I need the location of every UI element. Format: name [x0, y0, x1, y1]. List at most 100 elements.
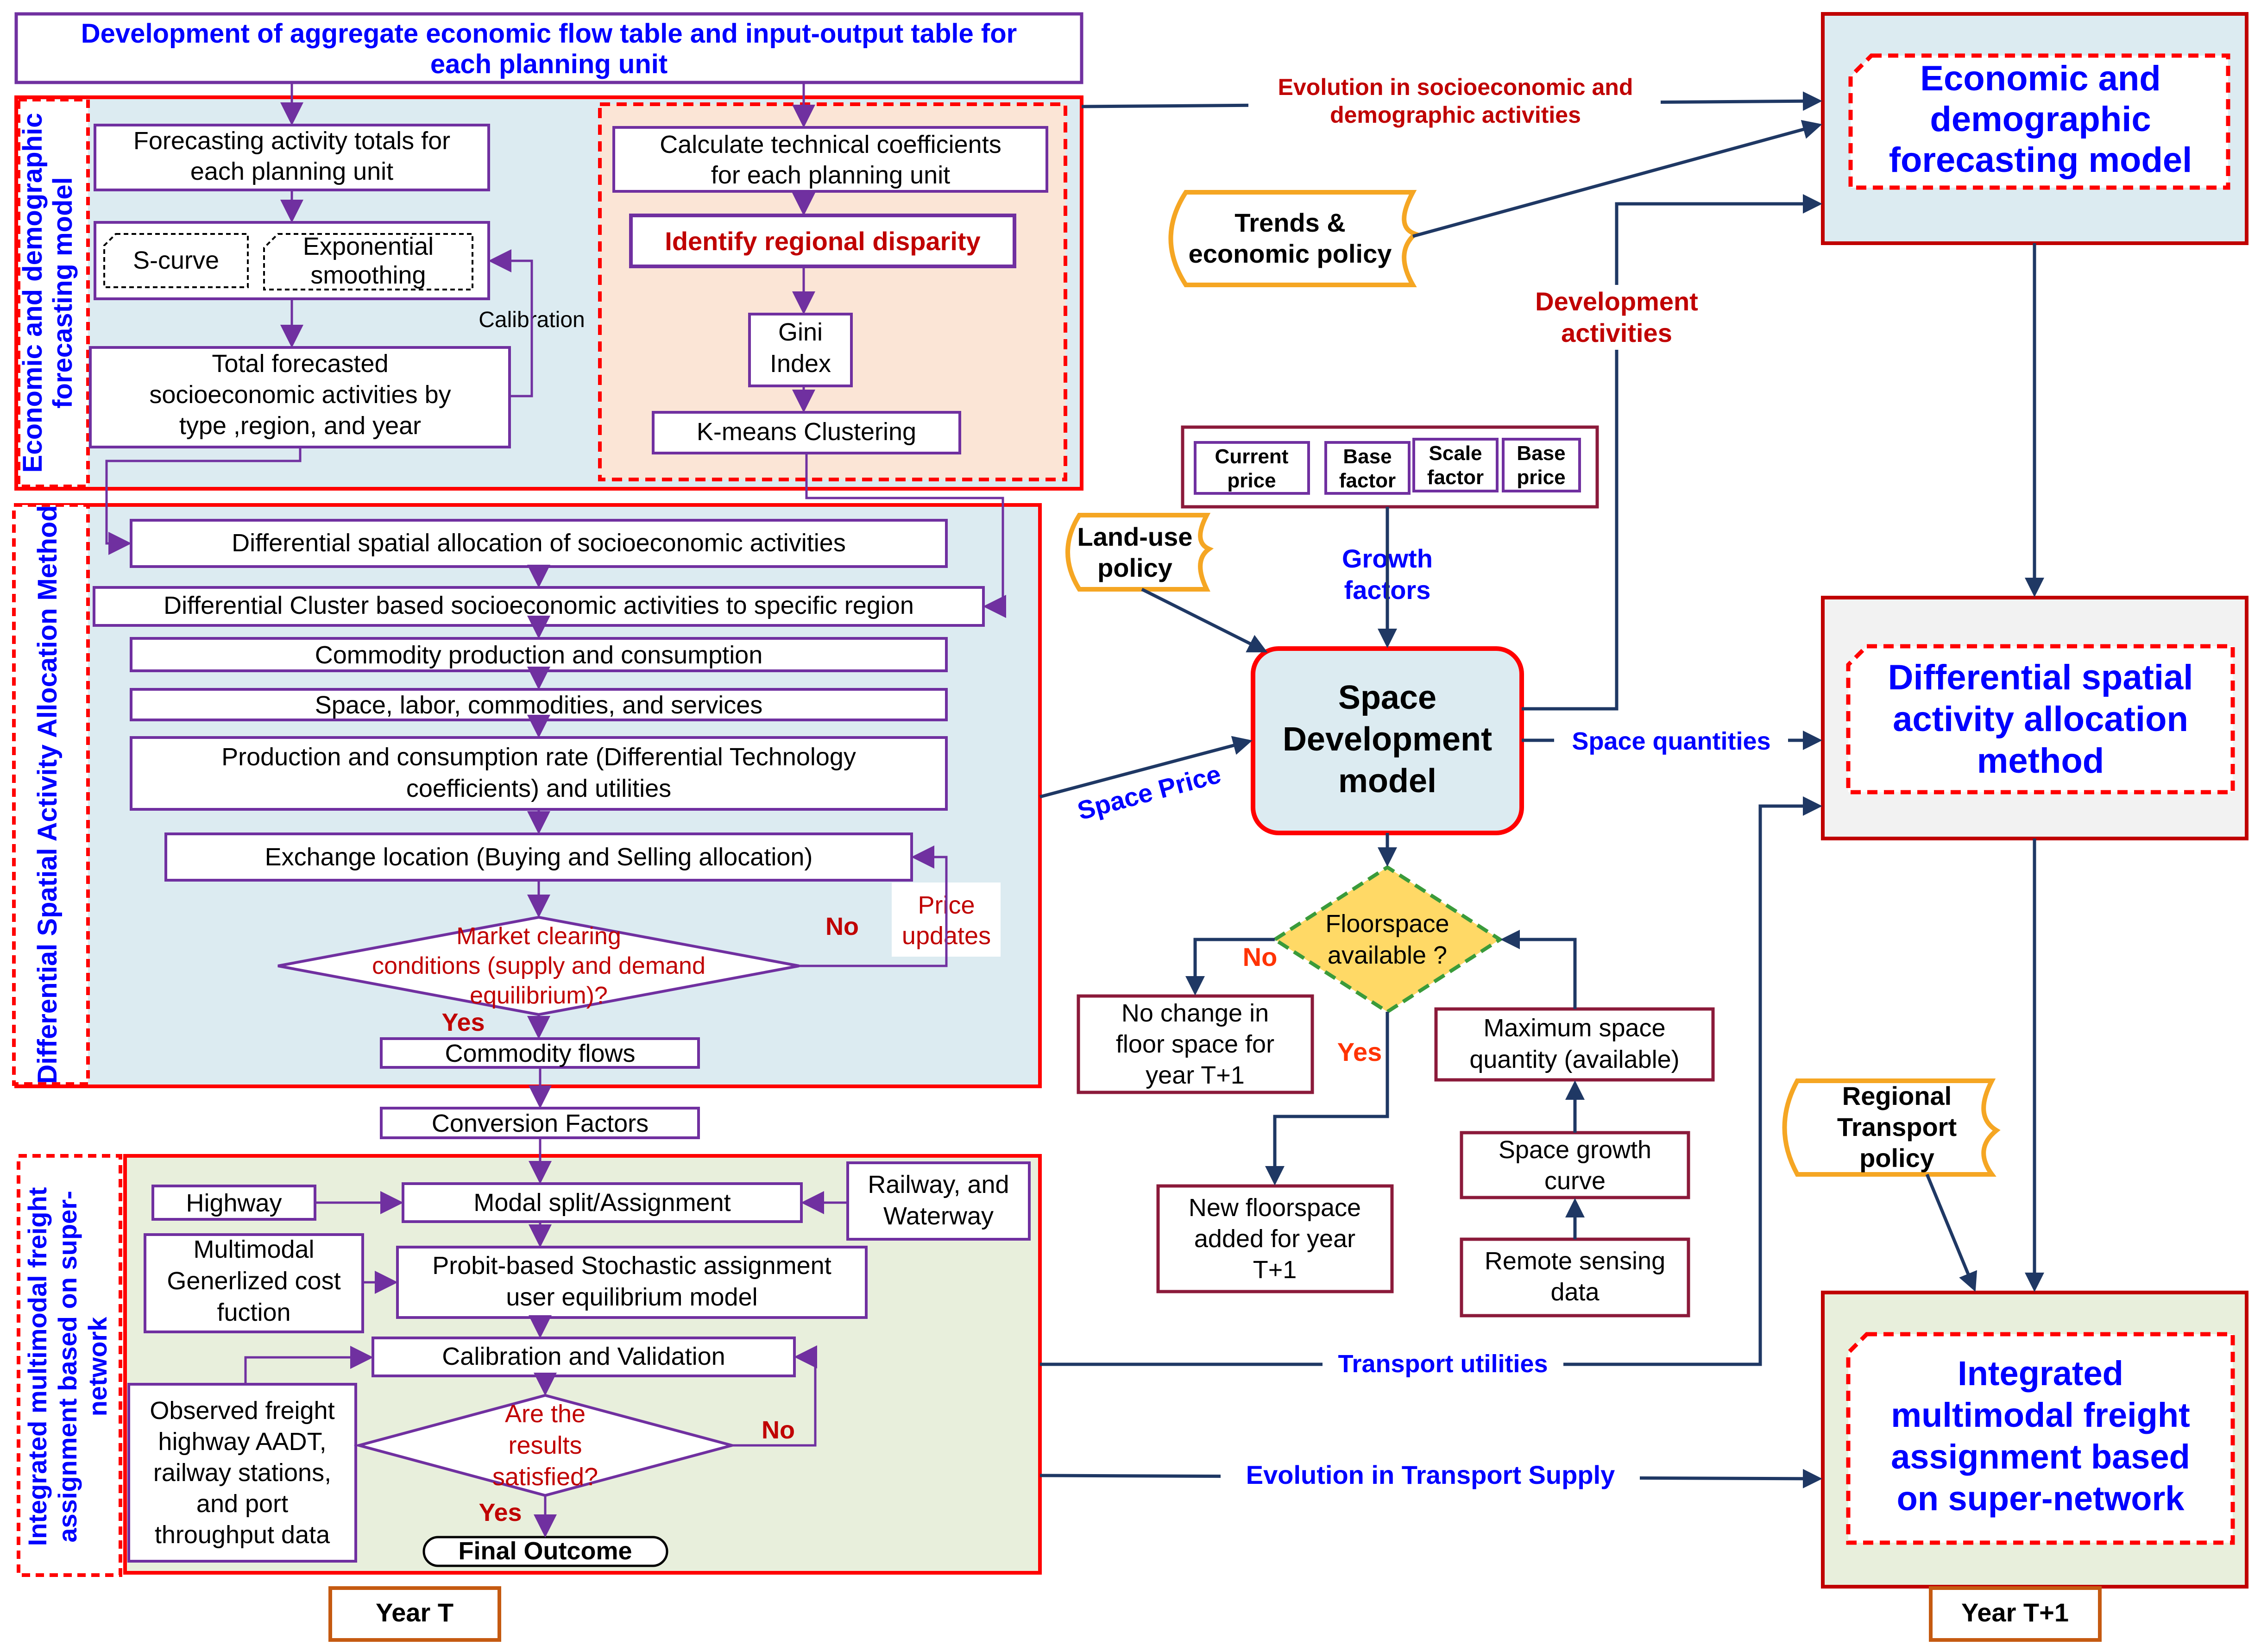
base-price-line1: Base: [1517, 442, 1565, 465]
diff-method-line2: activity allocation: [1893, 700, 2188, 739]
market-yes-label: Yes: [441, 1009, 485, 1036]
development-activities-bg: [1519, 285, 1714, 350]
diff-method-inner: [1846, 644, 2235, 794]
new-floorspace-line3: T+1: [1253, 1256, 1297, 1284]
observed-line4: and port: [196, 1490, 288, 1518]
prod-cons-rate-line1: Production and consumption rate (Differe…: [221, 743, 856, 771]
regional-transport-line1: Regional: [1842, 1081, 1952, 1110]
space-growth-line2: curve: [1544, 1167, 1606, 1195]
space-labor-label: Space, labor, commodities, and services: [315, 691, 762, 719]
observed-line2: highway AADT,: [158, 1428, 326, 1456]
results-line1: Are the: [505, 1400, 586, 1428]
integrated-title-box: [17, 1154, 122, 1577]
top-title-box: [14, 12, 1083, 84]
calibration-validation-label: Calibration and Validation: [442, 1343, 725, 1370]
max-space-box: [1434, 1007, 1715, 1082]
total-forecasted-line3: type ,region, and year: [179, 412, 421, 440]
arrow-total-spatial: [105, 447, 302, 555]
scale-factor-line2: factor: [1427, 466, 1484, 489]
exp-smoothing-line2: smoothing: [310, 261, 426, 289]
scale-factor-box: [1412, 438, 1499, 492]
railway-line2: Waterway: [883, 1202, 994, 1230]
results-line3: satisfied?: [492, 1463, 598, 1491]
scale-factor-line1: Scale: [1429, 442, 1482, 465]
econ-model-line2: demographic: [1930, 100, 2151, 139]
spatial-alloc-box: [130, 519, 948, 568]
market-clearing-line1: Market clearing: [456, 923, 621, 950]
trends-line1: Trends &: [1234, 208, 1346, 237]
gini-line2: Index: [770, 350, 831, 378]
no-change-line3: year T+1: [1146, 1061, 1245, 1089]
probit-line1: Probit-based Stochastic assignment: [432, 1252, 831, 1280]
multimodal-cost-line3: fuction: [217, 1299, 290, 1326]
space-quantities-bg: [1554, 725, 1788, 757]
transport-utilities-bg: [1323, 1348, 1563, 1381]
probit-line2: user equilibrium model: [506, 1283, 757, 1311]
regional-transport-line2: Transport: [1837, 1112, 1957, 1141]
commodity-flows-label: Commodity flows: [445, 1040, 635, 1067]
integrated-title-line3: network: [83, 1317, 112, 1417]
land-use-line1: Land-use: [1077, 522, 1193, 551]
current-price-box: [1194, 441, 1310, 495]
results-no-label: No: [762, 1416, 795, 1444]
market-clearing-line3: equilibrium)?: [470, 982, 608, 1009]
max-space-line1: Maximum space: [1483, 1014, 1665, 1042]
floorspace-line2: available ?: [1328, 941, 1447, 969]
remote-sensing-line1: Remote sensing: [1485, 1247, 1665, 1275]
development-activities-line2: activities: [1561, 318, 1672, 347]
prod-cons-rate-box: [130, 736, 948, 811]
probit-box: [396, 1246, 868, 1319]
tech-coeff-line1: Calculate technical coefficients: [660, 131, 1001, 158]
highway-label: Highway: [186, 1189, 282, 1217]
s-curve-box: [103, 233, 249, 288]
diff-method-line3: method: [1977, 741, 2104, 781]
max-space-line2: quantity (available): [1469, 1046, 1679, 1073]
development-activities-line1: Development: [1535, 287, 1698, 316]
arrow-price-updates-loop: [799, 845, 948, 967]
base-price-line2: price: [1517, 466, 1565, 489]
railway-line1: Railway, and: [868, 1171, 1009, 1198]
arrow-trends-econ: [1412, 120, 1822, 238]
conversion-factors-label: Conversion Factors: [432, 1110, 649, 1137]
evolution-socio-line2: demographic activities: [1330, 102, 1581, 128]
year-t-label: Year T: [376, 1598, 453, 1627]
differential-title: Differential Spatial Activity Allocation…: [32, 505, 63, 1084]
results-line2: results: [508, 1431, 582, 1459]
arrow-floorspace-yes: [1265, 1012, 1389, 1185]
arrow-space-price: [1039, 736, 1253, 799]
no-change-line1: No change in: [1121, 999, 1269, 1027]
econ-model-line3: forecasting model: [1889, 140, 2192, 180]
econ-model-inner: [1848, 53, 2230, 190]
arrow-landuse-model: [1141, 587, 1268, 653]
kmeans-label: K-means Clustering: [697, 418, 916, 446]
trends-line2: economic policy: [1189, 239, 1392, 268]
floorspace-yes-label: Yes: [1337, 1037, 1382, 1066]
gini-line1: Gini: [778, 318, 823, 346]
exchange-location-label: Exchange location (Buying and Selling al…: [265, 843, 813, 871]
arrow-calibration-loop: [488, 249, 533, 397]
base-price-box: [1502, 438, 1581, 492]
multimodal-cost-box: [144, 1233, 364, 1333]
space-growth-box: [1460, 1131, 1690, 1199]
total-forecasted-line2: socioeconomic activities by: [149, 381, 451, 409]
current-price-line2: price: [1227, 469, 1276, 492]
current-price-line1: Current: [1215, 445, 1289, 468]
observed-line5: throughput data: [155, 1521, 330, 1549]
integrated-title-line2: assignment based on super-: [53, 1191, 82, 1542]
no-change-box: [1077, 994, 1314, 1094]
regional-disparity-box: [629, 214, 1016, 268]
top-title-line2: each planning unit: [430, 49, 668, 79]
economic-title-box: [17, 98, 90, 488]
arrow-results-no-loop: [732, 1345, 817, 1447]
integrated-model-inner: [1846, 1332, 2235, 1545]
base-factor-box: [1324, 441, 1411, 495]
evolution-socio-line1: Evolution in socioeconomic and: [1278, 74, 1633, 100]
evolution-transport-bg: [1221, 1459, 1640, 1492]
diff-method-line1: Differential spatial: [1888, 658, 2193, 697]
commodity-pc-label: Commodity production and consumption: [315, 641, 763, 669]
integrated-model-line3: assignment based: [1891, 1438, 2190, 1476]
results-yes-label: Yes: [479, 1499, 522, 1526]
no-change-line2: floor space for: [1116, 1030, 1274, 1058]
